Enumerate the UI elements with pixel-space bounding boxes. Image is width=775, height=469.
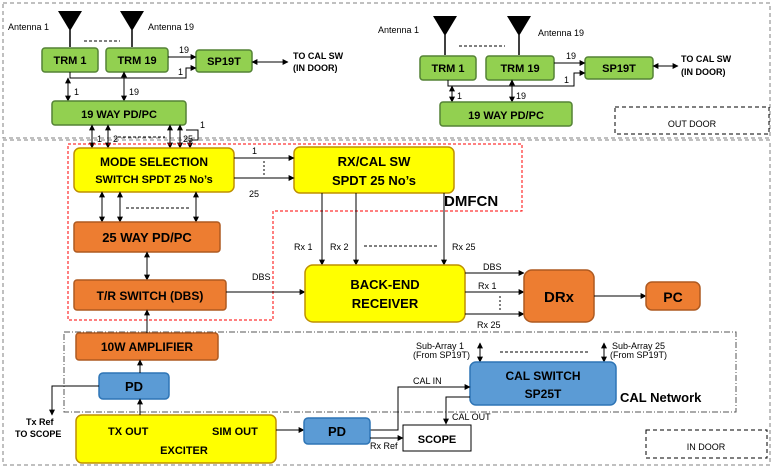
- left-antenna-1-label: Antenna 1: [8, 22, 49, 32]
- left-trm19-block: [105, 47, 169, 73]
- left-to-cal-sw-line1: TO CAL SW: [293, 51, 344, 61]
- left-antenna-1-icon: [58, 11, 82, 47]
- backend-line2: RECEIVER: [352, 296, 419, 311]
- right-antenna-19-icon: [507, 16, 531, 55]
- subarray1-line2: (From SP19T): [413, 350, 470, 360]
- right-num-19a: 19: [566, 51, 576, 61]
- right-num-1b: 1: [457, 91, 462, 101]
- cal-out-label: CAL OUT: [452, 412, 491, 422]
- exciter-block: [75, 414, 277, 464]
- outdoor-label-box: [614, 106, 770, 135]
- amplifier-label: 10W AMPLIFIER: [101, 340, 194, 354]
- backend-line1: BACK-END: [350, 277, 419, 292]
- backend-receiver-block: [304, 264, 466, 323]
- rx25-right-label: Rx 25: [477, 320, 501, 330]
- indoor-label: IN DOOR: [687, 442, 726, 452]
- left-num-1c: 1: [97, 134, 102, 144]
- left-trm1-label: TRM 1: [54, 55, 87, 67]
- subarray1-line1: Sub-Array 1: [416, 341, 464, 351]
- pd-to-txref-link: [49, 385, 99, 416]
- tx-ref-line1: Tx Ref: [26, 417, 55, 427]
- cal-network-region-border: [63, 331, 737, 413]
- pd-bottom-to-calin-link: [370, 384, 471, 431]
- right-trm1-label: TRM 1: [432, 63, 465, 75]
- mode-selection-line1: MODE SELECTION: [100, 155, 208, 169]
- mode-selection-switch-block: [73, 147, 235, 193]
- right-antenna-1-label: Antenna 1: [378, 25, 419, 35]
- right-19way-pdpc-label: 19 WAY PD/PC: [468, 110, 544, 122]
- rx1-label: Rx 1: [294, 242, 313, 252]
- pd-bottom-label: PD: [328, 424, 346, 439]
- cal-switch-block: [469, 361, 617, 406]
- left-trm1-sp19t-link: [69, 65, 197, 79]
- rx25-label: Rx 25: [452, 242, 476, 252]
- right-trm19-block: [485, 55, 555, 81]
- drx-label: DRx: [544, 289, 575, 306]
- mode-rxcal-num-25: 25: [249, 189, 259, 199]
- pdpc25-label: 25 WAY PD/PC: [102, 230, 192, 245]
- left-pdpc-to-rxcal-link: [186, 129, 199, 149]
- cal-switch-line2: SP25T: [525, 387, 562, 401]
- right-antenna-1-icon: [433, 16, 457, 55]
- subarray25-line1: Sub-Array 25: [612, 341, 665, 351]
- tx-ref-line2: TO SCOPE: [15, 429, 61, 439]
- right-trm1-sp19t-link: [447, 70, 586, 87]
- rx1-right-label: Rx 1: [478, 281, 497, 291]
- indoor-label-box: [645, 429, 768, 459]
- rx-ref-label: Rx Ref: [370, 441, 398, 451]
- right-trm19-label: TRM 19: [500, 63, 539, 75]
- dmfcn-region-border: [67, 143, 523, 321]
- tr-switch-block: [73, 279, 227, 311]
- left-num-2: 2: [113, 134, 118, 144]
- left-19way-pdpc-block: [51, 100, 187, 126]
- left-sp19t-label: SP19T: [207, 56, 241, 68]
- dbs-right-label: DBS: [483, 262, 502, 272]
- left-to-cal-sw-line2: (IN DOOR): [293, 63, 338, 73]
- scope-label: SCOPE: [418, 434, 457, 446]
- left-num-1d: 1: [200, 120, 205, 130]
- right-19way-pdpc-block: [439, 101, 573, 127]
- pc-label: PC: [663, 289, 682, 305]
- exciter-label: EXCITER: [160, 445, 208, 457]
- tr-switch-label: T/R SWITCH (DBS): [97, 289, 204, 303]
- cal-in-label: CAL IN: [413, 376, 442, 386]
- left-num-25: 25: [183, 134, 193, 144]
- dbs-left-label: DBS: [252, 272, 271, 282]
- right-antenna-19-label: Antenna 19: [538, 28, 584, 38]
- left-19way-pdpc-label: 19 WAY PD/PC: [81, 109, 157, 121]
- calout-to-scope-link: [443, 396, 470, 425]
- sim-out-label: SIM OUT: [212, 426, 258, 438]
- pd-top-label: PD: [125, 379, 143, 394]
- pc-block: [645, 281, 701, 311]
- rx2-label: Rx 2: [330, 242, 349, 252]
- cal-network-label: CAL Network: [620, 390, 702, 405]
- left-num-19b: 19: [129, 87, 139, 97]
- cal-switch-line1: CAL SWITCH: [505, 369, 580, 383]
- left-antenna-19-icon: [120, 11, 144, 47]
- rxcal-line2: SPDT 25 No’s: [332, 173, 416, 188]
- left-num-19a: 19: [179, 45, 189, 55]
- left-trm19-label: TRM 19: [117, 55, 156, 67]
- left-num-1b: 1: [74, 87, 79, 97]
- outdoor-region-border: [2, 2, 771, 139]
- subarray25-line2: (From SP19T): [610, 350, 667, 360]
- mode-rxcal-num-1: 1: [252, 146, 257, 156]
- right-to-cal-sw-line1: TO CAL SW: [681, 54, 732, 64]
- rxcal-line1: RX/CAL SW: [338, 154, 411, 169]
- right-sp19t-label: SP19T: [602, 63, 636, 75]
- right-num-19b: 19: [516, 91, 526, 101]
- mode-selection-line2: SWITCH SPDT 25 No’s: [95, 174, 213, 186]
- left-antenna-19-label: Antenna 19: [148, 22, 194, 32]
- right-to-cal-sw-line2: (IN DOOR): [681, 67, 726, 77]
- tx-out-label: TX OUT: [108, 426, 149, 438]
- dmfcn-label: DMFCN: [444, 193, 498, 210]
- pd-bottom-block: [303, 417, 371, 445]
- left-num-1a: 1: [178, 67, 183, 77]
- right-num-1a: 1: [564, 75, 569, 85]
- outdoor-label: OUT DOOR: [668, 119, 717, 129]
- scope-block: [402, 424, 472, 452]
- rxcal-switch-block: [293, 146, 455, 194]
